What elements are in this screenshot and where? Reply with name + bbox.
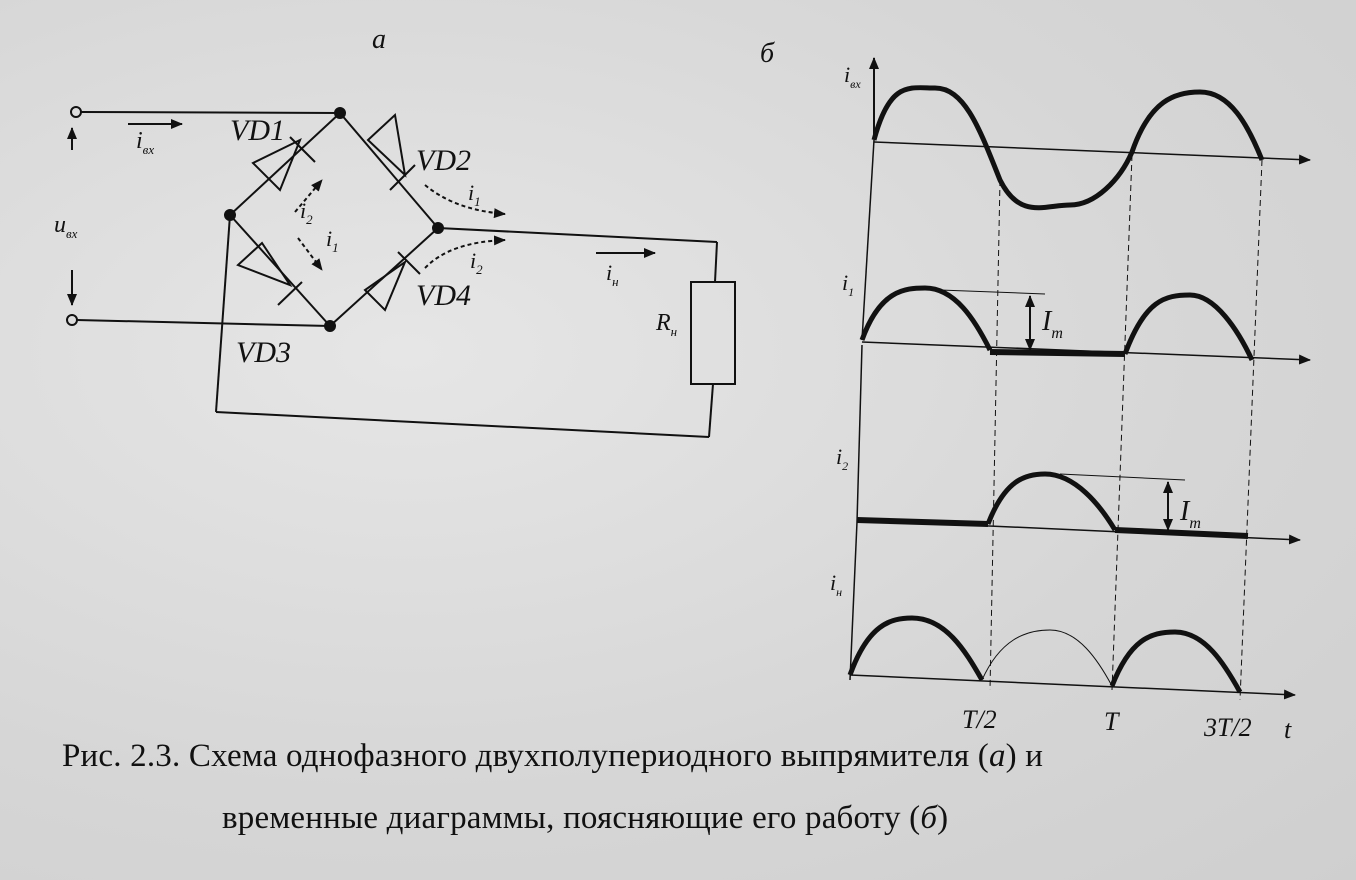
row4-label: iн (830, 570, 842, 599)
row2-label: i1 (842, 270, 854, 299)
diode-vd2 (366, 113, 416, 191)
arrow-i1-vd3 (297, 237, 323, 271)
label-vd3: VD3 (236, 336, 291, 369)
axis-row4 (849, 674, 1296, 700)
timing-diagrams (847, 57, 1311, 701)
diode-vd4 (363, 251, 421, 312)
bridge-circuit (66, 106, 736, 438)
time-axis-label: t (1284, 715, 1292, 744)
load-resistor (690, 281, 736, 385)
label-load-current: iн (606, 260, 619, 289)
amplitude-label-row3: Im (1179, 496, 1201, 532)
label-i1-right: i1 (468, 180, 481, 209)
marker-t (1111, 154, 1133, 691)
amplitude-label-row2: Im (1041, 306, 1063, 342)
arrow-i2-out (424, 235, 506, 269)
label-vd4: VD4 (416, 279, 471, 312)
axis-row1 (873, 141, 1311, 165)
caption-line2-end: ) (937, 800, 949, 836)
caption-line2-text: временные диаграммы, поясняющие его рабо… (222, 800, 921, 836)
row3-label: i2 (836, 444, 848, 473)
input-terminal-top (70, 106, 82, 118)
label-input-voltage: uвх (54, 212, 78, 241)
label-i2-left: i2 (300, 198, 313, 227)
label-input-current: iвх (136, 128, 154, 157)
caption-ref-b: б (920, 800, 938, 836)
label-vd2: VD2 (416, 144, 471, 177)
wave-load-3 (1109, 629, 1243, 694)
label-load-resistor: Rн (655, 310, 677, 339)
marker-t-half (989, 179, 1001, 691)
input-terminal-bottom (66, 314, 78, 326)
wave-i2-zero1 (856, 517, 989, 527)
tick-t-half: T/2 (962, 705, 997, 734)
label-i1-left: i1 (326, 226, 339, 255)
wave-input (871, 85, 1265, 211)
tick-t: T (1104, 707, 1120, 736)
diode-vd1 (251, 136, 316, 192)
panel-label-a: а (372, 24, 386, 55)
caption-ref-a: а (988, 738, 1006, 774)
wave-i2-zero2 (1114, 527, 1249, 539)
panel-label-b: б (760, 38, 775, 69)
wave-load-2 (981, 629, 1113, 687)
tick-3t-half: 3T/2 (1203, 713, 1252, 742)
wave-i2-half (985, 471, 1118, 532)
diode-vd3 (236, 241, 303, 306)
caption-prefix: Рис. 2.3. (62, 738, 181, 774)
caption-line-2: временные диаграммы, поясняющие его рабо… (222, 800, 1262, 837)
wave-i1-zero (989, 349, 1126, 357)
wave-load-1 (847, 615, 985, 682)
label-vd1: VD1 (230, 114, 285, 147)
wave-i1-half2 (1122, 292, 1255, 362)
wave-i1-half1 (859, 285, 993, 352)
label-i2-right: i2 (470, 248, 483, 277)
caption-line1-end: ) и (1005, 738, 1044, 774)
arrow-i1-out (424, 184, 506, 219)
caption-line-1: Рис. 2.3. Схема однофазного двухполупери… (62, 738, 1302, 775)
row1-label: iвх (844, 62, 861, 91)
marker-t-3half (1239, 159, 1263, 701)
caption-line1-text: Схема однофазного двухполупериодного вып… (188, 738, 989, 774)
